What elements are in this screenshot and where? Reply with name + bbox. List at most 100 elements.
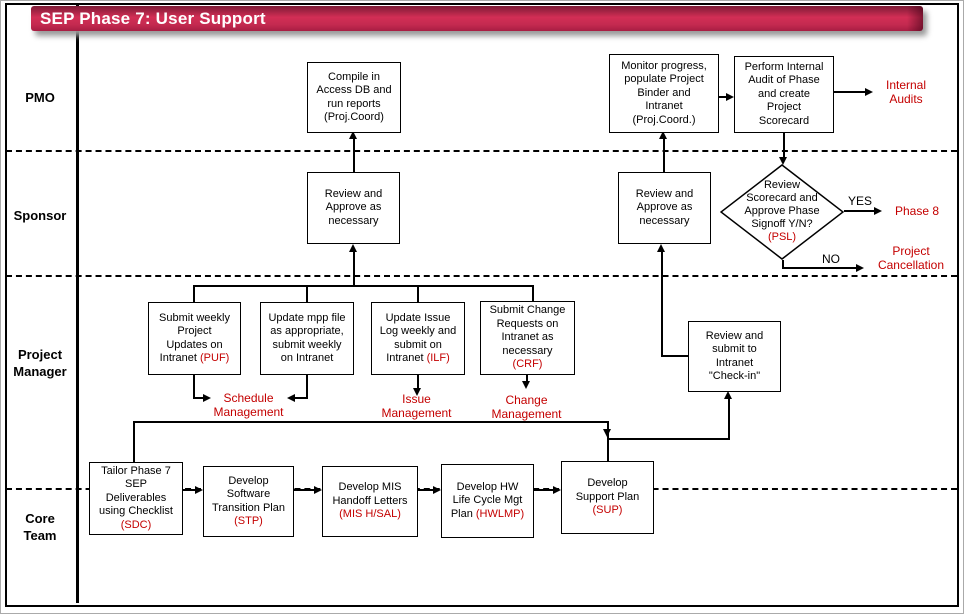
arrowhead-icon [553, 486, 561, 494]
connector-line [728, 397, 730, 440]
swimlane-frame [5, 3, 959, 607]
decision-branch-yes: YES [848, 194, 873, 208]
text-line: Compile in [328, 70, 380, 83]
connector-line [193, 285, 534, 287]
text-line: Management [381, 406, 452, 420]
text-line: Project [766, 101, 802, 114]
text-line: Intranet [645, 100, 683, 113]
connector-line [417, 375, 419, 390]
text-line: (STP) [234, 515, 263, 527]
text-line: PMO [25, 90, 55, 105]
text-line: Project [177, 325, 212, 337]
text-line: run reports [327, 97, 381, 110]
text-line: Team [23, 528, 57, 543]
text-line: necessary [502, 344, 553, 357]
connector-line [663, 138, 665, 172]
arrowhead-icon [724, 391, 732, 399]
text-line: Review and [705, 329, 764, 342]
text-line: Management [213, 405, 284, 419]
connector-line [306, 285, 308, 302]
lane-divider-sponsor-pm [6, 275, 957, 277]
output-label-phase-8: Phase 8 [887, 204, 947, 218]
connector-line [193, 285, 195, 302]
text-line: using Checklist [99, 505, 173, 518]
text-line: Handoff Letters [332, 494, 408, 507]
text-line: Deliverables [105, 491, 167, 504]
text-line: Life Cycle Mgt [452, 494, 523, 507]
text-line: submit to [712, 343, 757, 355]
connector-line [133, 421, 135, 462]
text-line: necessary [639, 214, 690, 227]
arrowhead-icon [522, 381, 530, 389]
text-line: Audits [889, 92, 923, 106]
arrowhead-icon [314, 486, 322, 494]
text-line: Review and [324, 187, 383, 200]
text-line: Update Issue [385, 311, 451, 324]
arrowhead-icon [433, 486, 441, 494]
arrowhead-icon [657, 244, 665, 252]
text-line: Approve Phase [744, 205, 820, 217]
text-line: Update mpp file [268, 311, 346, 324]
arrowhead-icon [874, 207, 882, 215]
text-line: Binder and [637, 86, 691, 99]
arrowhead-icon [659, 131, 667, 139]
text-line: submit weekly [272, 338, 342, 351]
text-line: (SUP) [592, 504, 623, 517]
text-line: Change [505, 393, 548, 407]
text-line: Review [763, 179, 801, 191]
text-line: Approve as [325, 201, 382, 214]
text-line: submit on [394, 338, 442, 351]
text-line: Intranet [715, 356, 754, 369]
text-line: Perform Internal [744, 60, 824, 73]
text-line: and create [758, 87, 810, 100]
text-line: (Proj.Coord.) [632, 113, 696, 126]
lane-divider-pmo-sponsor [6, 150, 957, 152]
connector-line [133, 421, 609, 423]
decision-branch-no: NO [822, 252, 840, 266]
connector-line [295, 397, 307, 399]
connector-line [526, 375, 528, 383]
text-line: Internal [885, 78, 927, 92]
connector-line [607, 421, 609, 461]
text-line: Access DB and [316, 84, 392, 96]
text-line: Scorecard and [746, 192, 818, 204]
text-line: Support Plan [575, 490, 640, 503]
page-title: SEP Phase 7: User Support [40, 8, 266, 28]
text-line: (MIS H/SAL) [339, 508, 401, 521]
connector-line [719, 96, 728, 98]
text-line: Issue [402, 392, 431, 406]
text-line: (CRF) [512, 358, 543, 371]
text-line: Updates on [166, 338, 223, 351]
connector-line [834, 91, 867, 93]
connector-line [353, 138, 355, 172]
connector-line [607, 438, 730, 440]
text-line: populate Project [624, 73, 704, 86]
text-line: Requests on [496, 317, 559, 330]
text-line: Cancellation [877, 258, 945, 272]
title-banner: SEP Phase 7: User Support [31, 6, 923, 31]
arrowhead-icon [349, 244, 357, 252]
connector-line [306, 375, 308, 399]
lane-label-sponsor: Sponsor [7, 207, 73, 224]
text-line: Management [491, 407, 562, 421]
text-line: Submit weekly [159, 311, 230, 324]
text-line: Monitor progress, [621, 59, 707, 72]
arrowhead-icon [413, 388, 421, 396]
connector-line [294, 489, 315, 491]
connector-line [844, 210, 876, 212]
connector-line [417, 285, 419, 302]
text-line: Project [17, 347, 63, 362]
